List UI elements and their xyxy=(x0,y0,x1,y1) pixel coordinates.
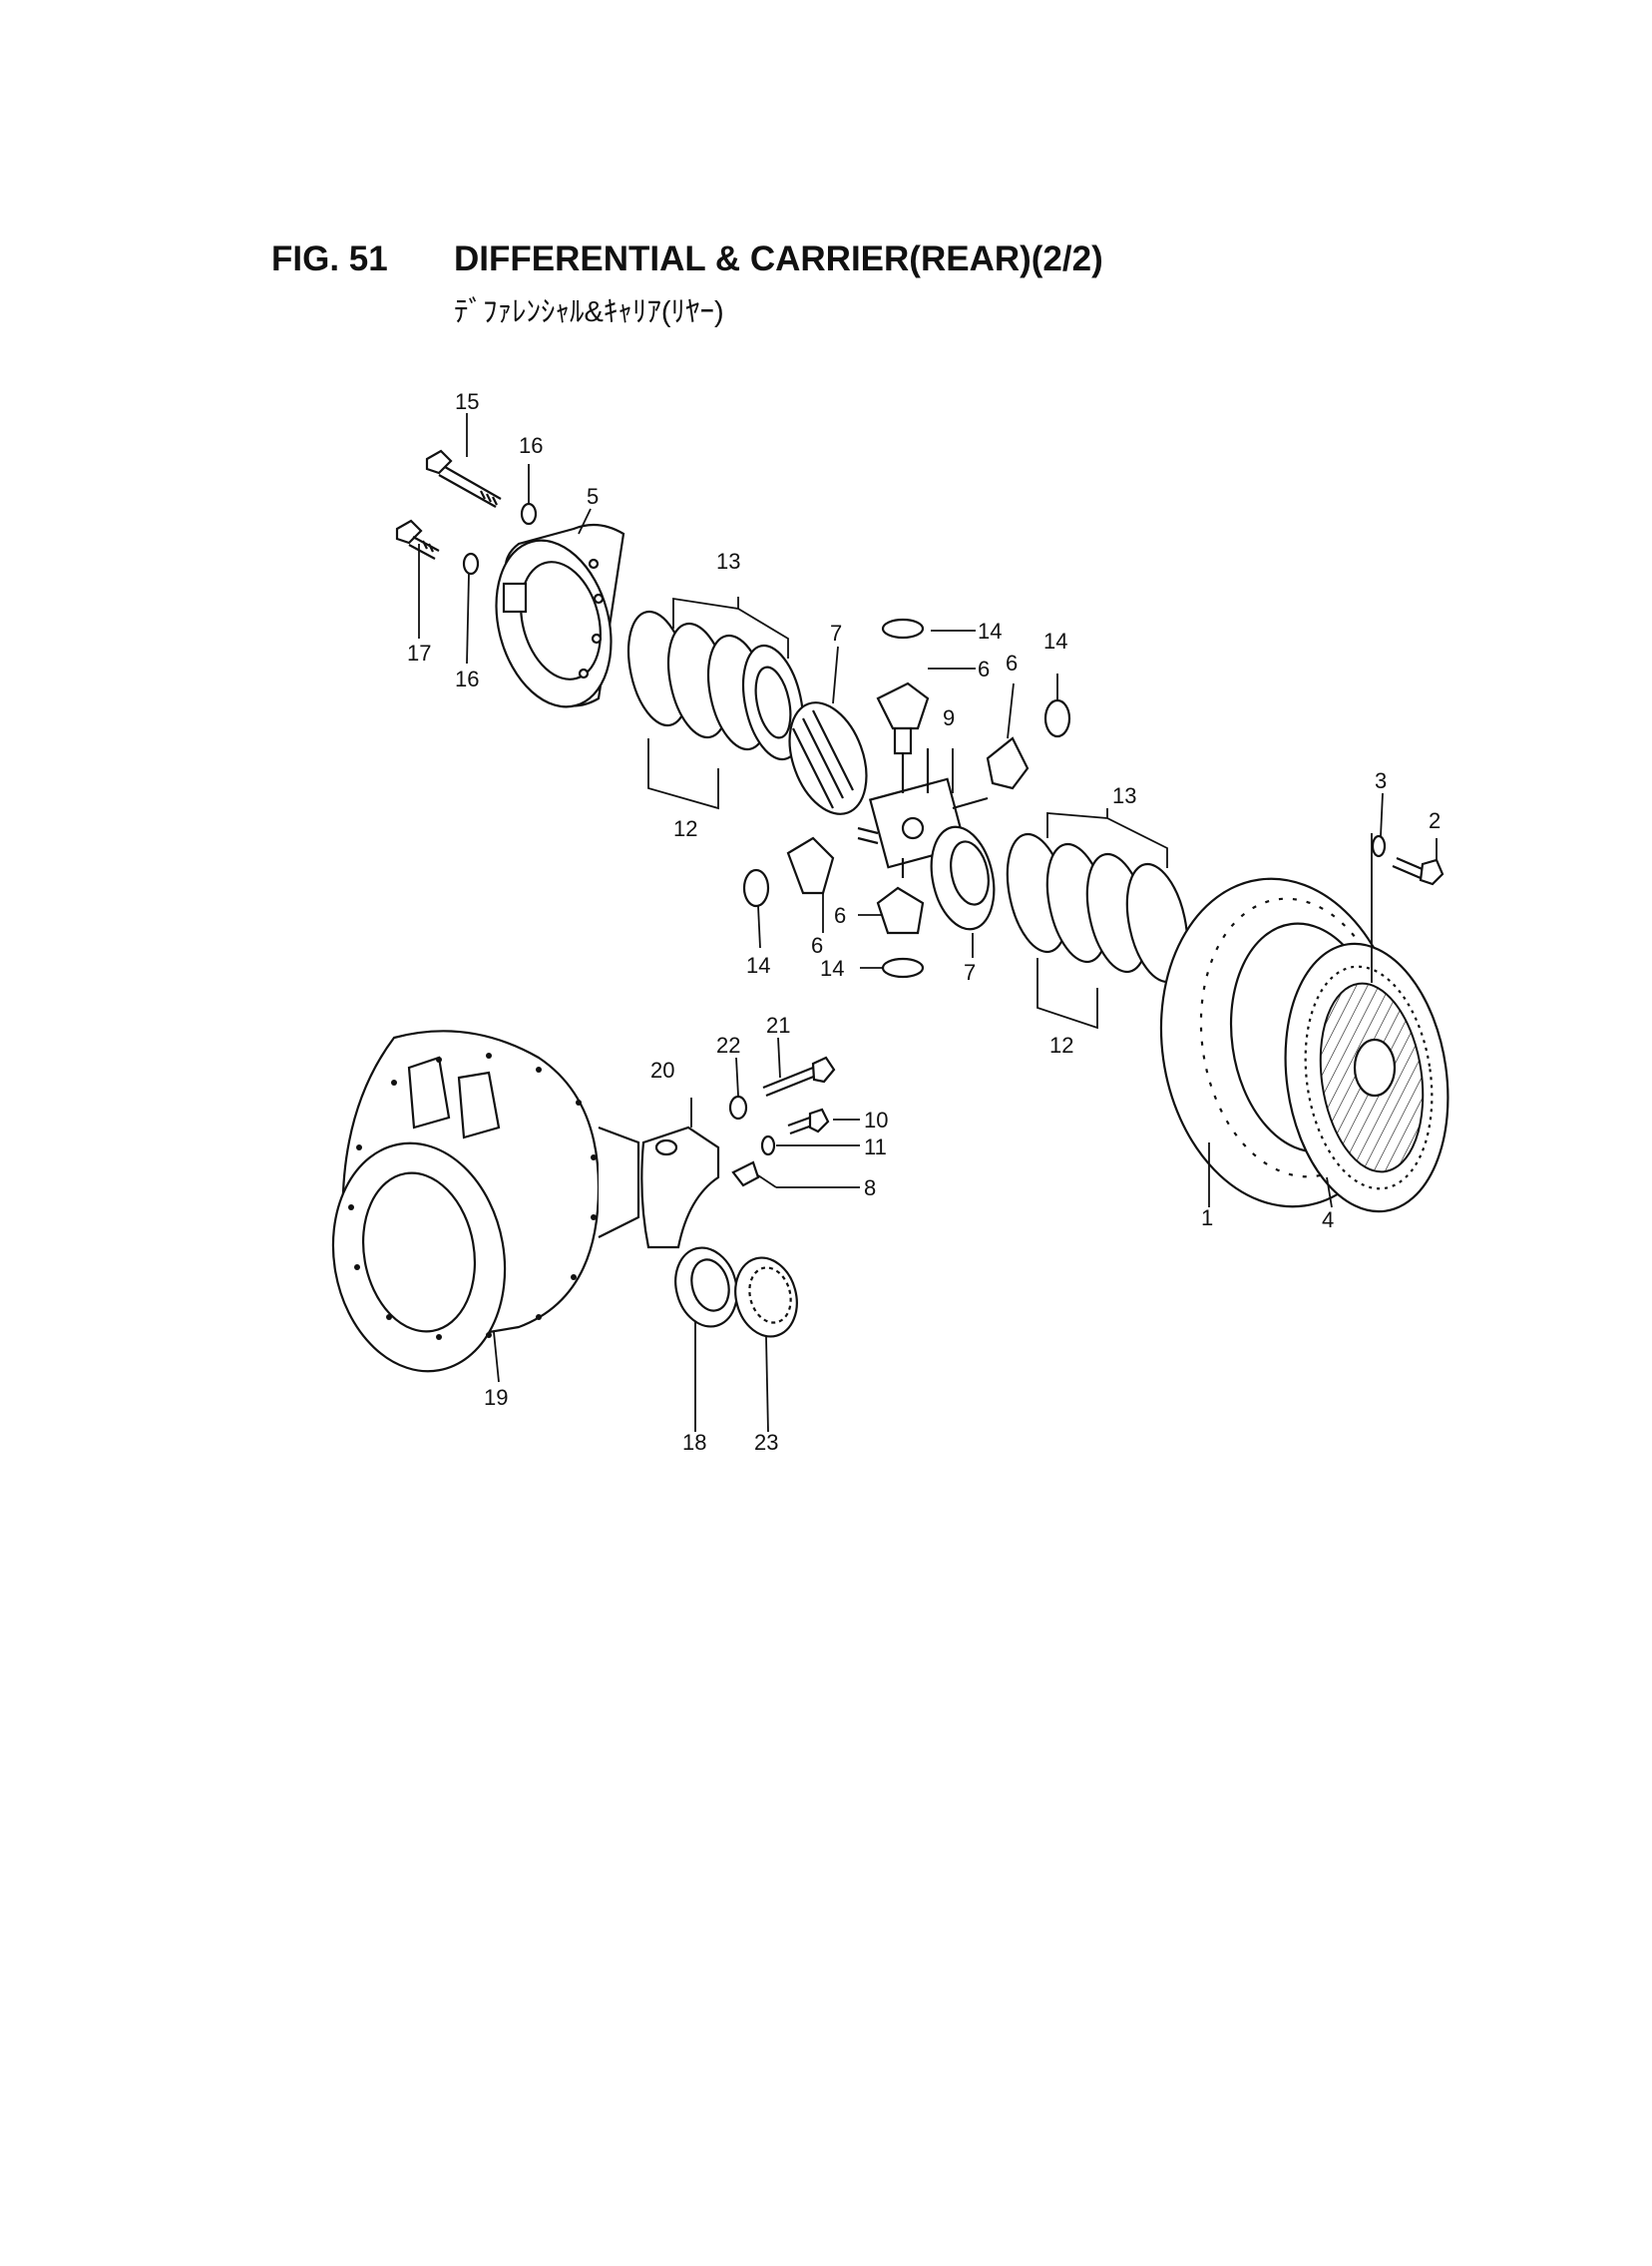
callout-6-b: 6 xyxy=(1006,651,1018,676)
figure-number: FIG. 51 xyxy=(271,239,388,278)
lock-plate-part-9 xyxy=(731,1160,760,1187)
clutch-disc-pack-lower xyxy=(1006,832,1189,984)
leader-12-upper xyxy=(647,738,719,810)
callout-21: 21 xyxy=(766,1013,790,1038)
callout-3: 3 xyxy=(1375,768,1387,793)
carrier-housing-part-19 xyxy=(331,1030,640,1373)
thrust-washer-part-14-b xyxy=(1043,698,1071,738)
washer-part-3 xyxy=(1371,834,1387,858)
pinion-gear-part-6-left xyxy=(786,836,835,895)
callout-6-d: 6 xyxy=(834,903,846,928)
pinion-gear-part-6-top xyxy=(876,681,930,755)
callout-14-d: 14 xyxy=(820,956,844,981)
clutch-disc-pack-upper xyxy=(626,610,805,761)
pinion-gear-part-6-bottom xyxy=(876,886,925,935)
bolt-part-2 xyxy=(1392,856,1445,886)
callout-11: 11 xyxy=(864,1134,887,1159)
callout-13-upper: 13 xyxy=(716,549,740,574)
callout-23: 23 xyxy=(754,1430,778,1455)
callout-12-lower: 12 xyxy=(1049,1033,1073,1058)
callout-5: 5 xyxy=(587,484,599,509)
callout-14-b: 14 xyxy=(1043,629,1067,654)
callout-15: 15 xyxy=(455,389,479,414)
bolt-part-10 xyxy=(787,1108,830,1135)
callout-labels: 15 16 5 13 17 16 7 14 6 6 14 9 12 13 3 2… xyxy=(407,389,1441,1455)
figure-subtitle: ﾃﾞﾌｧﾚﾝｼｬﾙ&ｷｬﾘｱ(ﾘﾔｰ) xyxy=(454,296,724,328)
callout-14-c: 14 xyxy=(746,953,770,978)
callout-6-c: 6 xyxy=(811,933,823,958)
differential-case-part-4 xyxy=(1284,942,1449,1213)
washer-part-16-b xyxy=(462,552,480,576)
callout-18: 18 xyxy=(682,1430,706,1455)
leader-lines xyxy=(418,413,1438,1433)
callout-6-a: 6 xyxy=(978,657,990,681)
callout-16-a: 16 xyxy=(519,433,543,458)
callout-7-upper: 7 xyxy=(830,621,842,646)
bolt-short-part-17 xyxy=(395,519,440,560)
callout-1: 1 xyxy=(1201,1205,1213,1230)
bolt-long-part-15 xyxy=(425,449,502,508)
callout-2: 2 xyxy=(1429,808,1441,833)
washer-part-11 xyxy=(760,1134,776,1156)
adjuster-nut-part-23 xyxy=(734,1256,798,1338)
bearing-cup-part-18 xyxy=(674,1246,738,1328)
side-gear-part-7-upper xyxy=(788,701,868,815)
callout-17: 17 xyxy=(407,641,431,666)
side-gear-part-7-lower xyxy=(930,825,996,931)
thrust-washer-part-14-a xyxy=(881,618,925,640)
callout-12-upper: 12 xyxy=(673,816,697,841)
thrust-washer-part-14-c xyxy=(742,868,770,908)
callout-4: 4 xyxy=(1322,1207,1334,1232)
thrust-washer-part-14-d xyxy=(881,957,925,979)
bolt-part-21 xyxy=(762,1056,836,1098)
leader-12-lower xyxy=(1036,958,1098,1030)
washer-part-22 xyxy=(728,1095,748,1121)
washer-part-16-a xyxy=(520,502,538,526)
callout-13-lower: 13 xyxy=(1112,783,1136,808)
callout-16-b: 16 xyxy=(455,667,479,691)
pinion-gear-part-6-right xyxy=(986,736,1030,790)
callout-22: 22 xyxy=(716,1033,740,1058)
callout-20: 20 xyxy=(650,1058,674,1083)
bearing-cap-part-20 xyxy=(640,1126,720,1249)
callout-9: 8 xyxy=(864,1175,876,1200)
callout-10: 10 xyxy=(864,1108,888,1133)
callout-8: 9 xyxy=(943,705,955,730)
figure-title: DIFFERENTIAL & CARRIER(REAR)(2/2) xyxy=(454,239,1103,278)
callout-7-lower: 7 xyxy=(964,960,976,985)
differential-case-part-5 xyxy=(495,523,625,708)
callout-14-a: 14 xyxy=(978,619,1002,644)
callout-19: 19 xyxy=(484,1385,508,1410)
